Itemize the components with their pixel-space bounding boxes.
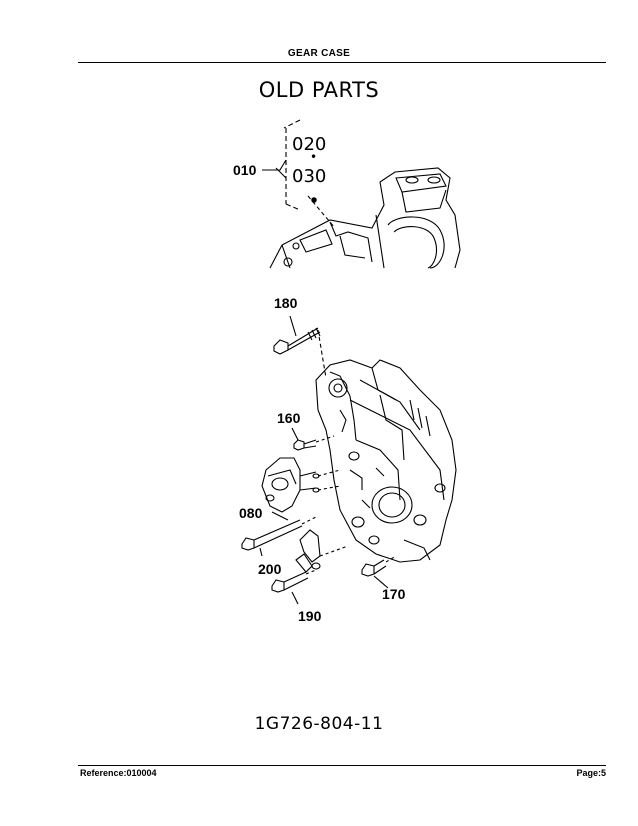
callout-030: 030 (292, 166, 327, 187)
callout-190: 190 (298, 608, 322, 624)
old-gear-case-drawing (262, 119, 461, 269)
header-rule (78, 62, 606, 63)
callout-170: 170 (382, 586, 406, 602)
callout-160: 160 (277, 410, 301, 426)
old-parts-heading: OLD PARTS (258, 78, 380, 102)
callout-010: 010 (233, 162, 257, 178)
callout-080: 080 (239, 505, 263, 521)
section-title: GEAR CASE (287, 48, 351, 59)
drawing-number: 1G726-804-11 (254, 714, 384, 734)
callout-030-dot: • (310, 150, 318, 164)
callout-020: 020 (292, 134, 327, 155)
gear-case-assembly-drawing (241, 315, 457, 605)
callout-180: 180 (274, 295, 298, 311)
callout-200: 200 (258, 561, 282, 577)
page-number: Page:5 (576, 768, 606, 778)
reference-label: Reference:010004 (80, 768, 157, 778)
footer-rule (78, 765, 606, 766)
